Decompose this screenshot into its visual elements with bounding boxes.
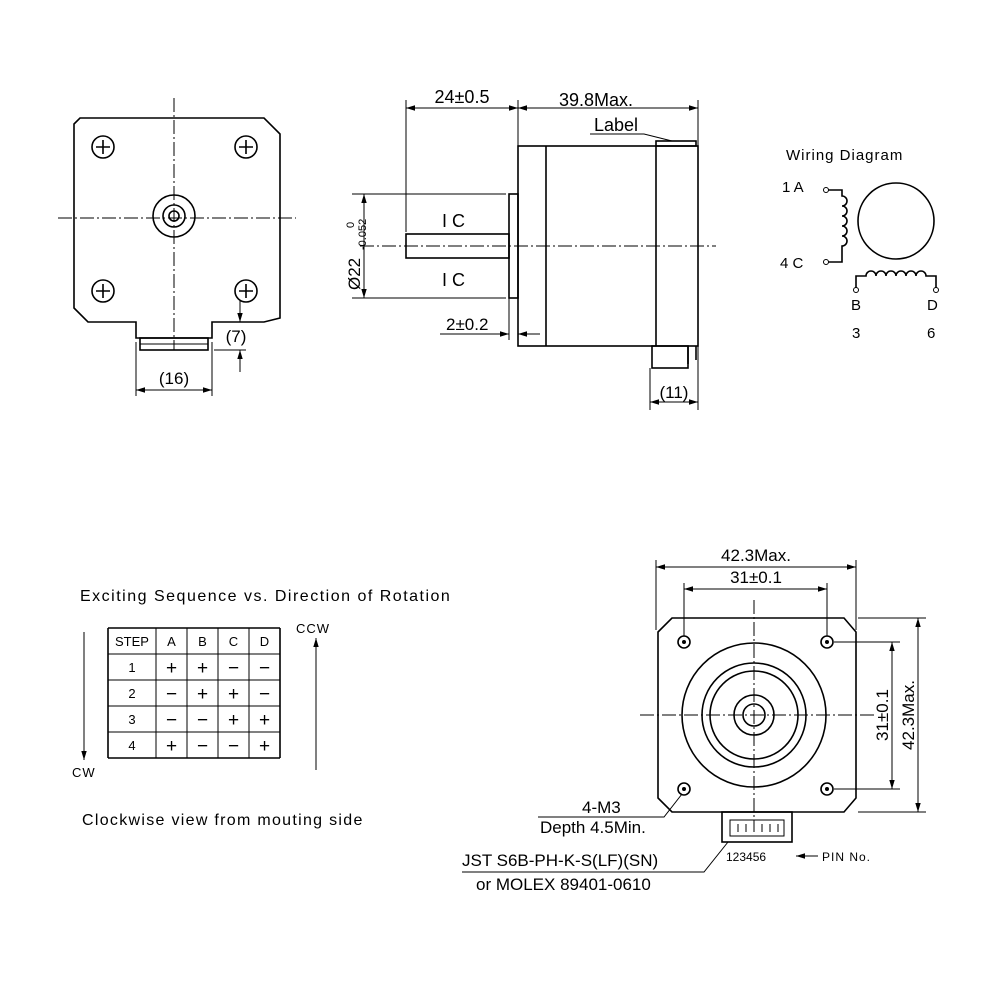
front-view: (16) (7) [58,98,296,396]
table-header-cell: B [198,634,207,649]
phase-d-label: D [927,297,938,314]
pin-3-label: 3 [852,325,860,342]
wiring-diagram: Wiring Diagram 1 A 4 C B D 3 6 [780,147,939,342]
table-header-cell: D [260,634,269,649]
dim-overall-width: 42.3Max. [721,546,791,565]
table-cell: 1 [128,660,135,675]
screw-icon [91,279,115,303]
connector-jst: JST S6B-PH-K-S(LF)(SN) [462,851,658,870]
sequence-title: Exciting Sequence vs. Direction of Rotat… [80,588,451,605]
connector-molex: or MOLEX 89401-0610 [476,875,651,894]
side-connector [651,345,689,369]
dim-connector-width-front: (16) [159,369,189,388]
svg-text:0: 0 [345,222,357,228]
pin-label: PIN No. [822,850,871,864]
table-cell: + [259,710,270,731]
mount-ring-middle [701,662,807,768]
mount-connector [721,811,793,843]
table-cell: − [197,736,208,757]
dim-connector-height-front: (7) [226,327,247,346]
pin-6-label: 6 [927,325,935,342]
mount-hole-icon [677,782,691,796]
pin-numbers: 123456 [726,850,766,864]
flat-mark-bottom: I C [442,270,465,290]
mount-hole-icon [677,635,691,649]
dim-boss-height: 2±0.2 [446,315,488,334]
phase-b-label: B [851,297,861,314]
front-shaft-center [168,210,180,222]
wiring-title: Wiring Diagram [786,147,903,164]
thread-spec: 4-M3 [582,798,621,817]
label-callout: Label [594,115,638,135]
mount-outline [657,617,857,813]
side-label [655,140,697,147]
table-cell: + [228,710,239,731]
table-cell: − [228,658,239,679]
table-cell: − [197,710,208,731]
table-cell: − [166,684,177,705]
table-cell: + [197,658,208,679]
phase-4-label: 4 C [780,255,804,272]
table-cell: − [259,684,270,705]
front-shaft [162,204,186,228]
dim-hole-spacing-h: 31±0.1 [730,568,782,587]
table-cell: 4 [128,738,135,753]
mount-boss [733,694,775,736]
dim-overall-height: 42.3Max. [899,680,918,750]
ccw-label: CCW [296,621,330,636]
mount-ring-inner [709,670,799,760]
table-cell: − [228,736,239,757]
screw-icon [91,135,115,159]
table-cell: + [166,736,177,757]
svg-text:Ø22: Ø22 [345,258,364,290]
mount-ring-outer [681,642,827,788]
thread-depth: Depth 4.5Min. [540,818,646,837]
front-view-outline [73,117,281,339]
table-header-cell: STEP [115,634,149,649]
table-cell: + [166,658,177,679]
table-header-cell: A [167,634,176,649]
table-cell: + [228,684,239,705]
coil-bd [855,270,937,290]
side-view: I C I C 24±0.5 39.8Max. Label Ø22 0 -0.0… [345,87,716,410]
rotor-circle [857,182,935,260]
table-cell: + [259,736,270,757]
mount-view: 42.3Max. 31±0.1 31±0.1 42.3Max. 4-M3 Dep… [462,546,926,894]
front-boss-outer [152,194,196,238]
dim-connector-width-side: (11) [660,383,689,402]
screw-icon [234,135,258,159]
table-cell: − [166,710,177,731]
flat-mark-top: I C [442,211,465,231]
table-cell: 3 [128,712,135,727]
dim-shaft-length: 24±0.5 [435,87,490,107]
svg-text:-0.052: -0.052 [357,219,369,250]
mount-shaft [742,703,766,727]
table-cell: 2 [128,686,135,701]
mount-hole-icon [820,782,834,796]
cw-label: CW [72,765,96,780]
mount-hole-icon [820,635,834,649]
table-header-cell: C [229,634,238,649]
sequence-note: Clockwise view from mouting side [82,812,364,829]
table-cell: − [259,658,270,679]
dim-body-length: 39.8Max. [559,90,633,110]
coil-ac [826,189,848,263]
sequence-section: Exciting Sequence vs. Direction of Rotat… [72,588,451,829]
dim-boss-diameter: Ø22 0 -0.052 [345,219,369,290]
dim-hole-spacing-v: 31±0.1 [873,689,892,741]
phase-1-label: 1 A [782,179,804,196]
screw-icon [234,279,258,303]
table-cell: + [197,684,208,705]
